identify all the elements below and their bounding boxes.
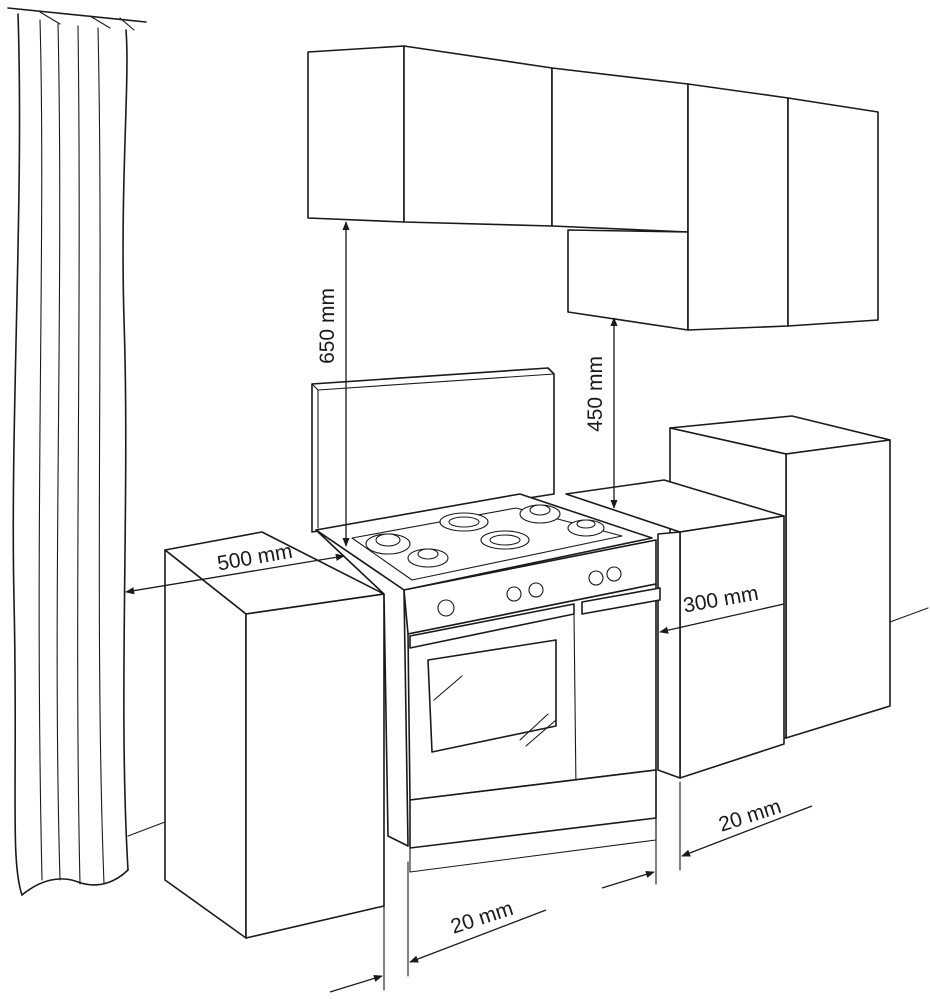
- dimension-500: [125, 553, 345, 595]
- label-450: 450 mm: [584, 356, 607, 432]
- hotplate-rear: [439, 512, 489, 532]
- cooker: [311, 367, 661, 873]
- burner-front-left: [365, 533, 411, 555]
- burner-rear-right: [519, 504, 561, 524]
- label-20-left: 20 mm: [448, 897, 516, 939]
- right-cabinets: [565, 415, 891, 779]
- burner-front-mid: [407, 548, 449, 568]
- left-base-cabinet: [164, 531, 385, 939]
- dimension-20-right: [601, 775, 813, 889]
- curtain: [7, 7, 147, 896]
- room-lines: [127, 607, 929, 837]
- wall-cabinets: [307, 45, 879, 331]
- dimension-300: [659, 603, 785, 634]
- hotplate-front: [480, 530, 530, 550]
- dimension-20-left: [329, 861, 547, 993]
- burner-front-right: [567, 519, 605, 537]
- label-650: 650 mm: [316, 288, 339, 364]
- control-knobs: [437, 566, 622, 617]
